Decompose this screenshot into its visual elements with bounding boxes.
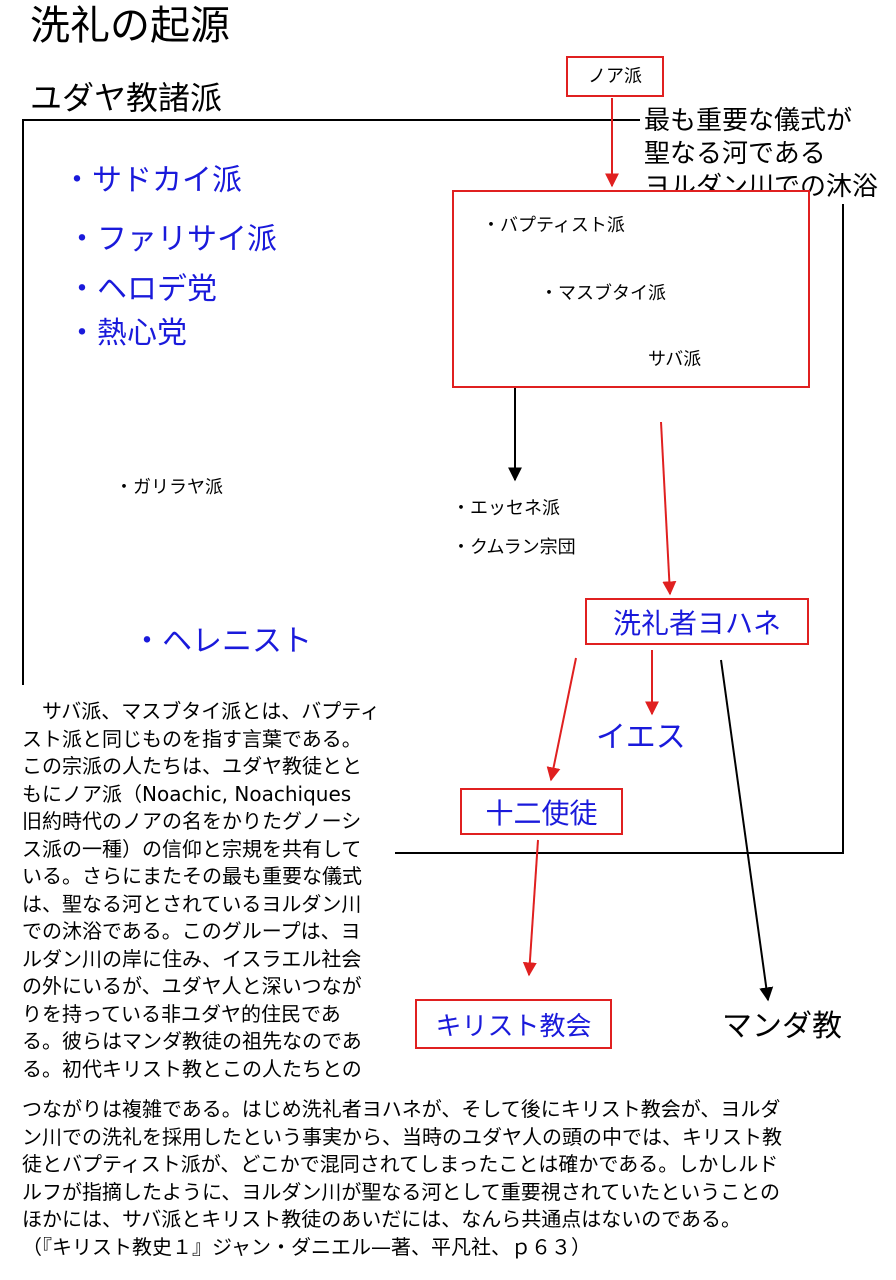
para1-line: ルダン川の岸に住み、イスラエル社会 [22,946,362,971]
para2-line: つながりは複雑である。はじめ洗礼者ヨハネが、そして後にキリスト教会が、ヨルダ [22,1097,781,1121]
para1-line: る。彼らはマンダ教徒の祖先なのであ [22,1029,362,1053]
citation: （『キリスト教史１』ジャン・ダニエル—著、平凡社、ｐ６３） [22,1234,591,1259]
description-paragraph-1: サバ派、マスブタイ派とは、バプティ スト派と同じものを指す言葉である。 この宗派… [22,698,407,1083]
arrow-baptist-to-john [660,421,677,596]
john-label: 洗礼者ヨハネ [612,606,781,640]
sect-essenes: ・エッセネ派 [452,498,560,519]
sect-sadducees: ・サドカイ派 [62,163,242,198]
para2-line: 徒とバプティスト派が、どこかで混同されてしまったことは確かである。しかしルド [22,1152,779,1176]
para1-line: この宗派の人たちは、ユダヤ教徒とと [22,754,362,778]
arrow-john-to-apostles [546,657,577,782]
para2-line: ルフが指摘したように、ヨルダン川が聖なる河として重要視されていたということの [22,1179,780,1204]
page-title: 洗礼の起源 [30,3,230,49]
sect-qumran: ・クムラン宗団 [452,537,576,558]
church-box: キリスト教会 [415,999,612,1049]
noah-box: ノア派 [566,56,664,97]
para1-line: る。初代キリスト教とこの人たちとの [22,1056,362,1081]
noah-label: ノア派 [588,65,642,87]
sect-herodians: ・ヘロデ党 [67,272,217,307]
church-label: キリスト教会 [435,1011,592,1042]
para1-line: 旧約時代のノアの名をかりたグノーシ [22,809,362,833]
enclosure-left-line [22,119,640,685]
para1-line: サバ派、マスブタイ派とは、バプティ [22,699,380,723]
sect-galilean: ・ガリラヤ派 [115,477,223,498]
para1-line: の外にいるが、ユダヤ人と深いつなが [22,974,362,998]
ritual-line-2: 聖なる河である [644,139,826,169]
ritual-line-1: 最も重要な儀式が [644,106,853,136]
enclosure-right-line [395,180,844,854]
apostles-label: 十二使徒 [485,796,598,830]
para1-line: りを持っている非ユダヤ的住民であ [22,1001,341,1026]
john-box: 洗礼者ヨハネ [585,598,809,645]
sect-hellenists: ・ヘレニスト [132,624,312,659]
ritual-note: 最も重要な儀式が 聖なる河である ヨルダン川での沐浴 [644,105,894,204]
arrow-apostles-to-church [522,839,539,977]
baptist-box: ・バプティスト派 ・マスブタイ派 サバ派 [452,190,810,388]
para1-line: いる。さらにまたその最も重要な儀式 [22,864,362,888]
sect-baptists: ・バプティスト派 [482,215,625,236]
para1-line: は、聖なる河とされているヨルダン川 [22,891,362,916]
para2-line: ほかには、サバ派とキリスト教徒のあいだには、なんら共通点はないのである。 [22,1207,741,1231]
para1-line: ス派の一種）の信仰と宗規を共有して [22,836,362,861]
mandaeism-label: マンダ教 [722,1009,842,1044]
jesus-label: イエス [596,720,686,755]
para1-line: もにノア派（Noachic, Noachiques [22,781,352,806]
apostles-box: 十二使徒 [460,788,623,835]
description-paragraph-2: つながりは複雑である。はじめ洗礼者ヨハネが、そして後にキリスト教会が、ヨルダ ン… [22,1096,882,1261]
para2-line: ン川での洗礼を採用したという事実から、当時のユダヤ人の頭の中では、キリスト教 [22,1124,782,1149]
arrow-john-to-mandaeism [720,659,774,1002]
para1-line: での沐浴である。このグループは、ヨ [22,919,361,943]
para1-line: スト派と同じものを指す言葉である。 [22,726,362,751]
sect-zealots: ・熱心党 [67,316,187,351]
subtitle: ユダヤ教諸派 [30,79,223,117]
sect-pharisees: ・ファリサイ派 [67,222,277,257]
sect-sabians: サバ派 [648,349,702,370]
sect-masbuthaeans: ・マスブタイ派 [540,283,666,304]
